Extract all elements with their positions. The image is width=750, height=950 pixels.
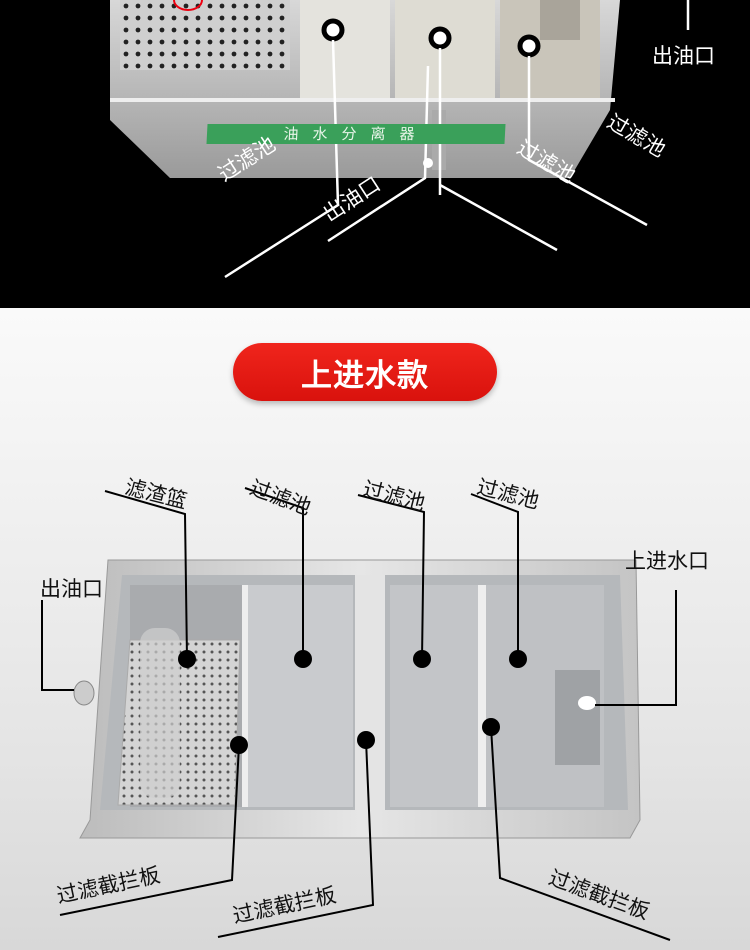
- model-title-badge: 上进水款: [233, 343, 497, 401]
- label-oil-outlet-right: 出油口: [652, 44, 715, 68]
- top-photo-section: 油水分离器 出油口 过滤池 出油口 过滤池 过滤池: [0, 0, 750, 308]
- label-water-inlet: 上进水口: [625, 549, 709, 573]
- label-oil-outlet: 出油口: [40, 577, 103, 601]
